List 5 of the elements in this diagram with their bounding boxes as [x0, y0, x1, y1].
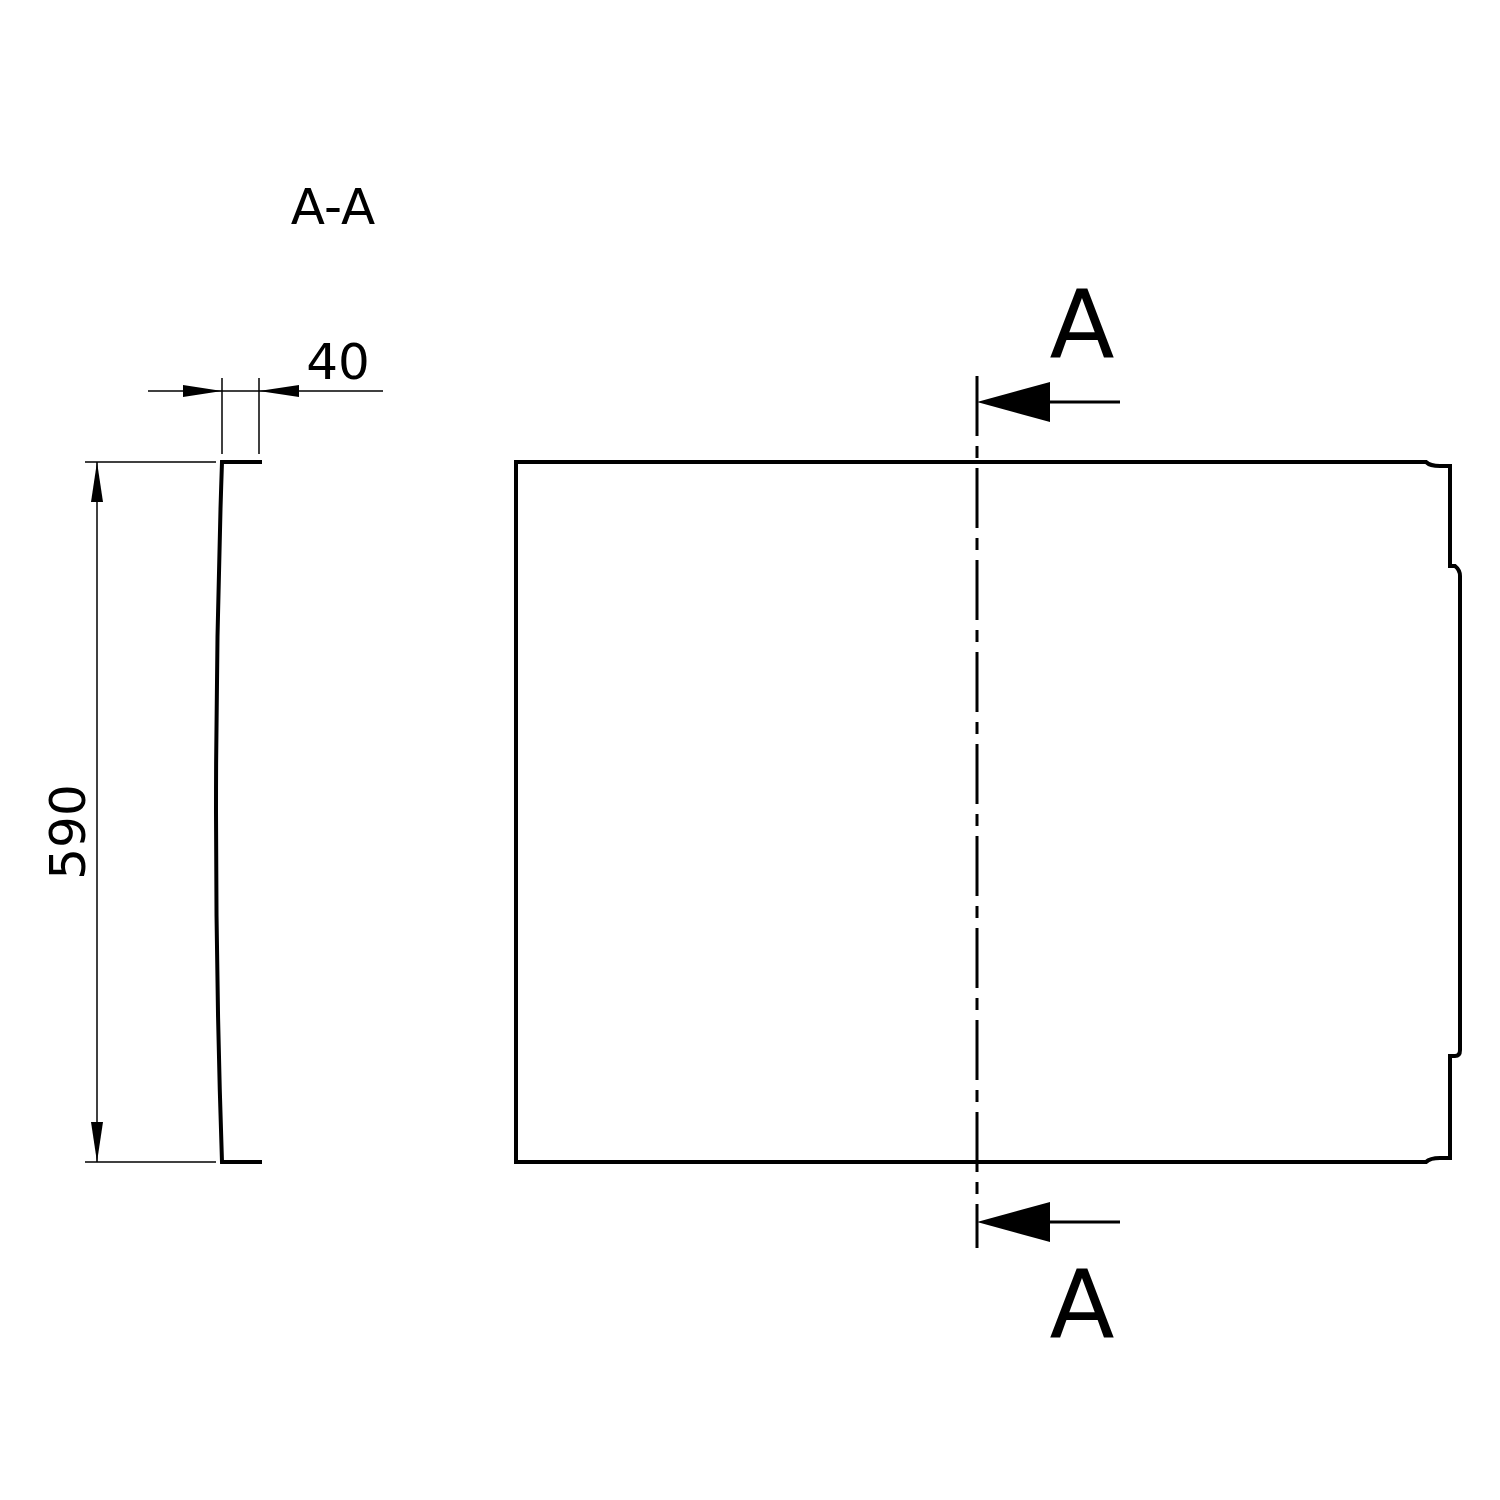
dimension-text: 40: [306, 337, 370, 387]
section-label: A-A: [290, 182, 376, 232]
section-letter: A: [1049, 277, 1115, 373]
dimension-text: 590: [43, 784, 93, 880]
section-letter: A: [1049, 1257, 1115, 1353]
